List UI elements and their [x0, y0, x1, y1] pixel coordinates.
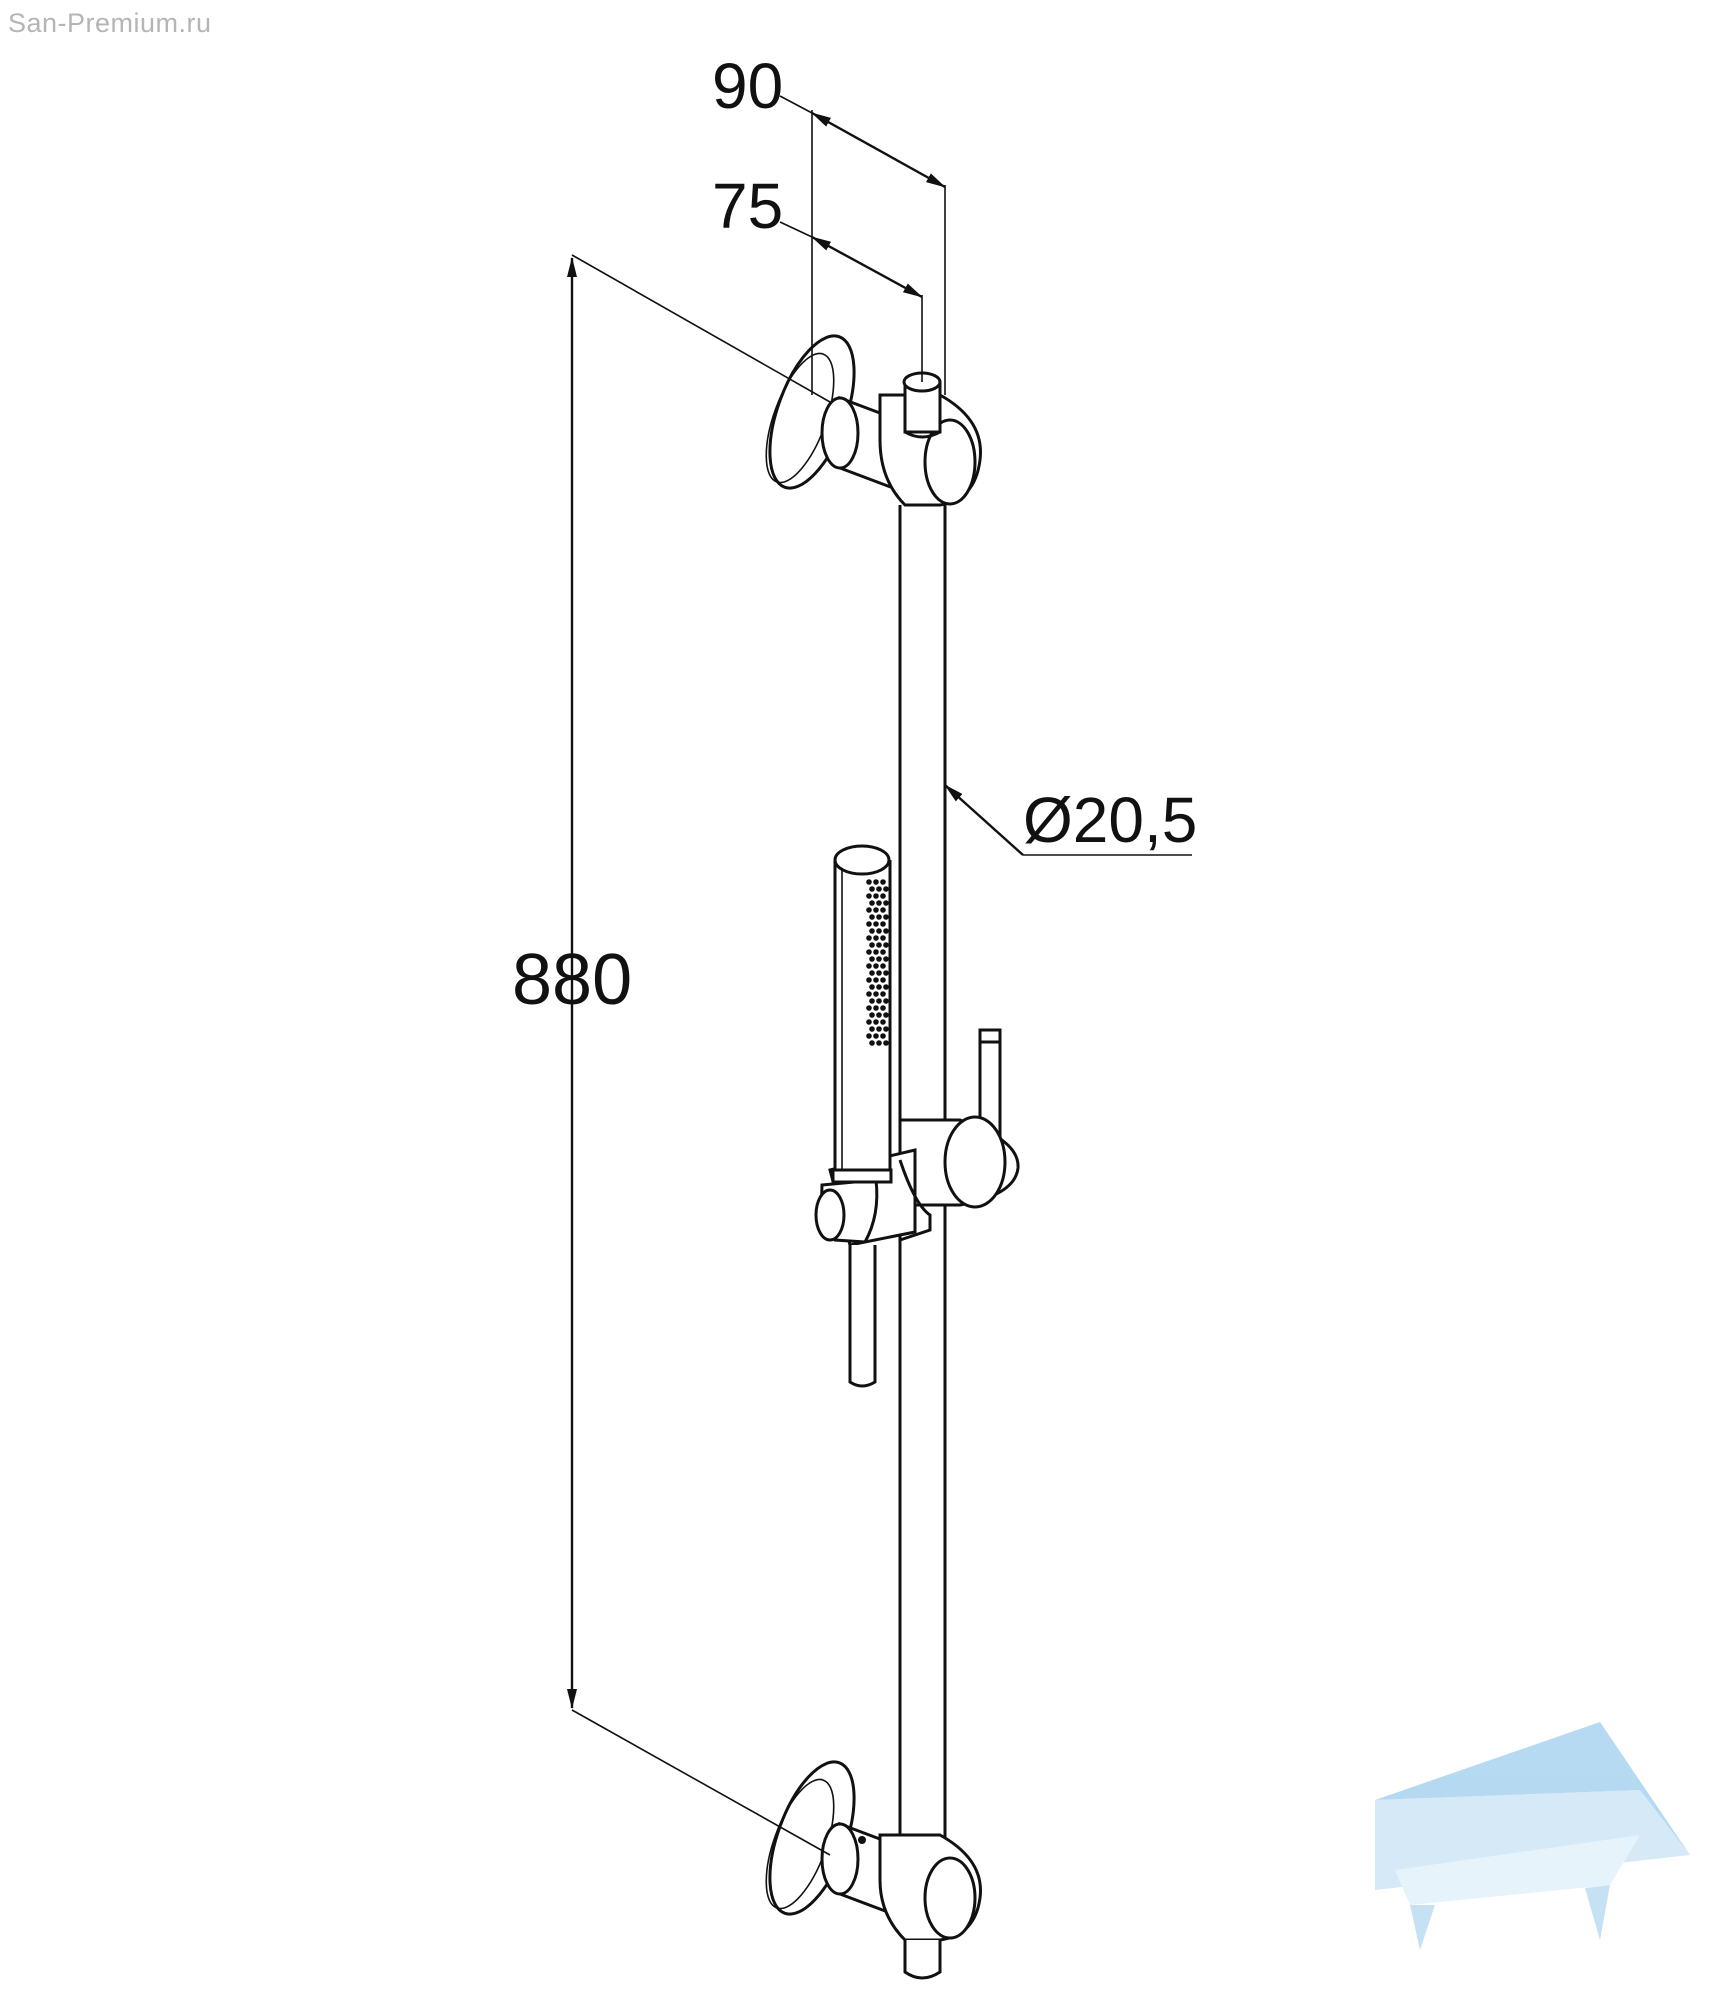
dimension-880-label: 880: [512, 940, 632, 1020]
nozzle-dot: [869, 956, 875, 962]
nozzle-dot: [880, 935, 886, 941]
nozzle-dot: [883, 886, 889, 892]
nozzle-dot: [866, 907, 872, 913]
spray-nozzles-icon: [866, 879, 889, 1046]
nozzle-dot: [873, 991, 879, 997]
nozzle-dot: [876, 998, 882, 1004]
nozzle-dot: [869, 928, 875, 934]
nozzle-dot: [883, 1040, 889, 1046]
nozzle-dot: [866, 963, 872, 969]
nozzle-dot: [883, 900, 889, 906]
nozzle-dot: [873, 907, 879, 913]
nozzle-dot: [876, 914, 882, 920]
nozzle-dot: [866, 1005, 872, 1011]
nozzle-dot: [866, 935, 872, 941]
nozzle-dot: [869, 984, 875, 990]
dimension-75-label: 75: [712, 170, 783, 242]
nozzle-dot: [869, 970, 875, 976]
nozzle-dot: [866, 1033, 872, 1039]
bathtub-logo-icon: [1375, 1722, 1690, 1950]
nozzle-dot: [876, 956, 882, 962]
nozzle-dot: [876, 928, 882, 934]
nozzle-dot: [880, 949, 886, 955]
nozzle-dot: [873, 1005, 879, 1011]
nozzle-dot: [883, 942, 889, 948]
nozzle-dot: [873, 949, 879, 955]
nozzle-dot: [883, 1026, 889, 1032]
nozzle-dot: [880, 907, 886, 913]
nozzle-dot: [866, 921, 872, 927]
nozzle-dot: [883, 928, 889, 934]
nozzle-dot: [869, 886, 875, 892]
slider-holder: [814, 1028, 1020, 1247]
nozzle-dot: [880, 1019, 886, 1025]
hand-shower: [831, 844, 893, 1388]
nozzle-dot: [866, 949, 872, 955]
nozzle-dot: [873, 893, 879, 899]
nozzle-dot: [883, 970, 889, 976]
nozzle-dot: [883, 984, 889, 990]
nozzle-dot: [869, 1026, 875, 1032]
nozzle-dot: [873, 1033, 879, 1039]
nozzle-dot: [880, 921, 886, 927]
nozzle-dot: [869, 1040, 875, 1046]
nozzle-dot: [876, 900, 882, 906]
nozzle-dot: [883, 1012, 889, 1018]
bottom-wall-bracket: [765, 1760, 982, 1980]
nozzle-dot: [866, 977, 872, 983]
nozzle-dot: [873, 935, 879, 941]
nozzle-dot: [876, 984, 882, 990]
nozzle-dot: [866, 1019, 872, 1025]
nozzle-dot: [873, 963, 879, 969]
nozzle-dot: [869, 998, 875, 1004]
nozzle-dot: [883, 914, 889, 920]
nozzle-dot: [873, 921, 879, 927]
nozzle-dot: [869, 1012, 875, 1018]
nozzle-dot: [880, 893, 886, 899]
dimension-width-75: 75: [712, 170, 923, 382]
nozzle-dot: [880, 1005, 886, 1011]
dimension-diameter: Ø20,5: [944, 784, 1197, 856]
nozzle-dot: [876, 1026, 882, 1032]
nozzle-dot: [876, 886, 882, 892]
nozzle-dot: [876, 1012, 882, 1018]
nozzle-dot: [866, 893, 872, 899]
nozzle-dot: [880, 977, 886, 983]
nozzle-dot: [880, 1033, 886, 1039]
dimension-height-880: 880: [512, 254, 831, 1856]
nozzle-dot: [869, 914, 875, 920]
nozzle-dot: [869, 900, 875, 906]
watermark-text: San-Premium.ru: [8, 8, 212, 38]
top-wall-bracket: [765, 334, 982, 507]
nozzle-dot: [880, 991, 886, 997]
nozzle-dot: [866, 991, 872, 997]
nozzle-dot: [876, 1040, 882, 1046]
nozzle-dot: [880, 879, 886, 885]
dimension-diameter-label: Ø20,5: [1023, 784, 1197, 856]
nozzle-dot: [866, 879, 872, 885]
nozzle-dot: [876, 942, 882, 948]
nozzle-dot: [873, 1019, 879, 1025]
nozzle-dot: [883, 956, 889, 962]
nozzle-dot: [876, 970, 882, 976]
nozzle-dot: [880, 963, 886, 969]
nozzle-dot: [873, 977, 879, 983]
nozzle-dot: [869, 942, 875, 948]
nozzle-dot: [873, 879, 879, 885]
dimension-90-label: 90: [712, 50, 783, 122]
nozzle-dot: [883, 998, 889, 1004]
